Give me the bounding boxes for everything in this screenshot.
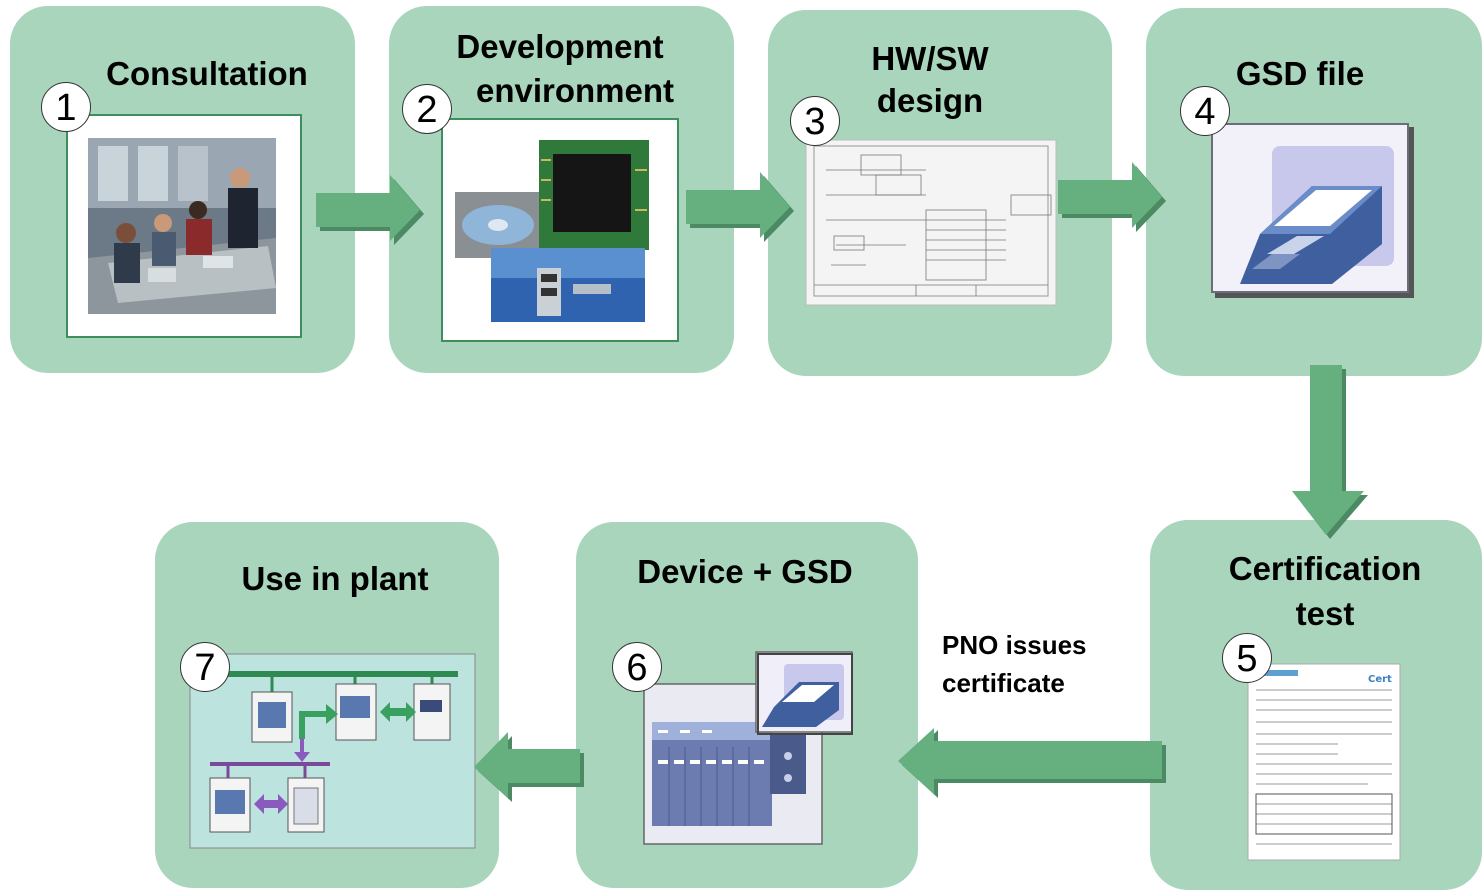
plant-network (189, 653, 476, 849)
step-5-title-line1: Certification (1228, 550, 1422, 587)
arrow-2-to-3 (686, 172, 794, 242)
step-2-number: 2 (402, 84, 452, 134)
svg-text:Cert: Cert (1368, 674, 1392, 685)
floppy-disk-icon (1211, 123, 1414, 298)
step-7-number: 7 (180, 642, 230, 692)
step-6-number: 6 (612, 642, 662, 692)
step-6-title: Device + GSD (637, 553, 853, 590)
meeting-photo (88, 138, 276, 314)
step-5-title-line2: test (1295, 595, 1355, 632)
step-3-number: 3 (790, 96, 840, 146)
arrow-1-to-2 (316, 175, 424, 245)
step-3-title-line1: HW/SW (871, 40, 989, 77)
step-1-number: 1 (41, 82, 91, 132)
step-7-title: Use in plant (241, 560, 429, 597)
step-2-title-line1: Development (456, 28, 664, 65)
arrow-3-to-4 (1058, 162, 1166, 232)
step-3-title-line2: design (876, 82, 984, 119)
arrow-6-to-7 (474, 732, 584, 802)
arrow-4-to-5 (1292, 365, 1368, 539)
step-1-title: Consultation (106, 55, 308, 92)
device-with-floppy (643, 651, 853, 845)
step-4-title: GSD file (1235, 55, 1365, 92)
connector-note-line2: certificate (942, 668, 1065, 698)
arrow-5-to-6 (898, 728, 1166, 798)
step-2-title-line2: environment (475, 72, 675, 109)
schematic-drawing (805, 139, 1057, 306)
circuit-board-and-cd (455, 140, 649, 322)
certificate-document: Cert (1247, 663, 1401, 861)
connector-note-line1: PNO issues (942, 630, 1087, 660)
step-5-number: 5 (1222, 633, 1272, 683)
step-4-number: 4 (1180, 86, 1230, 136)
